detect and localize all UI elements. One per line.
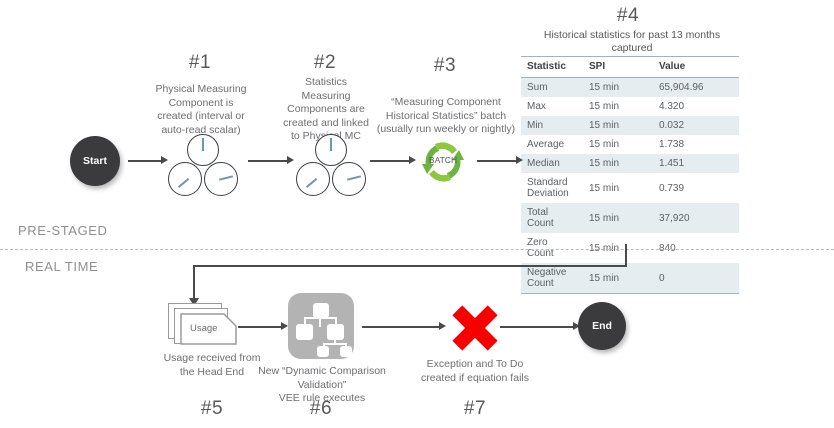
connector-horizontal (193, 265, 627, 267)
column-header-value: Value (653, 56, 739, 78)
step-5-caption: Usage received from the Head End (163, 352, 261, 378)
step-5-number: #5 (200, 398, 224, 419)
arrow-step2-to-step3 (370, 160, 410, 162)
cell-value: 840 (659, 242, 676, 254)
step-6-number: #6 (309, 398, 333, 419)
cell-spi: 15 min (589, 158, 620, 169)
batch-label: BATCH (428, 155, 458, 165)
step-2-number: #2 (313, 52, 337, 73)
cell-value: 37,920 (659, 212, 690, 224)
step-4-number: #4 (616, 5, 640, 26)
step-3-caption: “Measuring Component Historical Statisti… (376, 96, 516, 135)
cell-statistic: Zero Count (527, 237, 554, 259)
arrowhead-usage-to-vee (281, 322, 288, 330)
step-1-number: #1 (188, 52, 212, 73)
connector-table-down (625, 244, 627, 266)
cell-statistic: Total Count (527, 207, 554, 229)
clock-cluster-icon-2 (296, 134, 368, 202)
start-node[interactable]: Start (70, 136, 120, 186)
usage-label: Usage (190, 323, 218, 334)
table-row: Standard Deviation 15 min 0.739 (521, 173, 739, 203)
cell-statistic: Median (527, 158, 560, 169)
cell-statistic: Min (527, 120, 544, 131)
batch-icon (417, 136, 469, 188)
cell-spi: 15 min (589, 101, 620, 112)
cell-spi: 15 min (589, 82, 620, 93)
step-7-number: #7 (463, 398, 487, 419)
step-7-caption: Exception and To Do created if equation … (421, 358, 529, 384)
table-body: Sum 15 min 65,904.96 Max 15 min 4.320 Mi… (521, 77, 739, 294)
vee-node (327, 324, 344, 340)
cell-spi: 15 min (589, 242, 620, 254)
arrow-step1-to-step2 (248, 160, 288, 162)
clock-icon (315, 134, 347, 166)
vee-node (296, 324, 313, 340)
table-row: Negative Count 15 min 0 (521, 263, 739, 294)
clock-icon (296, 162, 330, 196)
cell-value: 0.739 (659, 182, 685, 194)
arrowhead-vee-to-exception (439, 322, 446, 330)
cell-spi: 15 min (589, 139, 620, 150)
arrow-step3-to-table (477, 160, 517, 162)
column-header-spi: SPI (583, 56, 653, 78)
clock-icon (168, 162, 202, 196)
clock-icon (187, 134, 219, 166)
arrowhead-step3-to-table (516, 156, 523, 164)
table-row: Min 15 min 0.032 (521, 116, 739, 135)
cell-value: 1.451 (659, 158, 685, 169)
table-row: Sum 15 min 65,904.96 (521, 77, 739, 97)
clock-icon (332, 162, 366, 196)
end-node[interactable]: End (578, 302, 626, 350)
cell-statistic: Standard Deviation (527, 177, 569, 199)
cell-statistic: Sum (527, 82, 548, 93)
statistics-table: Statistic SPI Value Sum 15 min 65,904.96… (521, 56, 739, 294)
arrowhead-start-to-step1 (161, 156, 168, 164)
cell-value: 4.320 (659, 101, 685, 112)
vee-rule-icon (288, 293, 354, 359)
arrowhead-exception-to-end (573, 322, 580, 330)
step-3-number: #3 (433, 55, 457, 76)
vee-node (313, 303, 329, 318)
table-row: Total Count 15 min 37,920 (521, 203, 739, 233)
connector-down-to-usage (193, 265, 195, 300)
table-row: Max 15 min 4.320 (521, 97, 739, 116)
clock-icon (204, 162, 238, 196)
cell-value: 0.032 (659, 120, 685, 131)
table-header-row: Statistic SPI Value (521, 56, 739, 78)
cell-statistic: Negative Count (521, 263, 583, 294)
arrow-start-to-step1 (128, 160, 162, 162)
arrow-usage-to-vee (238, 326, 282, 328)
exception-x-icon (448, 300, 502, 352)
step-6-caption: New “Dynamic Comparison Validation” VEE … (258, 365, 386, 404)
step-1-caption: Physical Measuring Component is created … (155, 83, 247, 136)
cell-value: 1.738 (659, 139, 685, 150)
cell-spi: 15 min (583, 263, 653, 294)
cell-spi: 15 min (589, 120, 620, 131)
vee-node (317, 346, 329, 357)
table-row: Median 15 min 1.451 (521, 154, 739, 173)
arrowhead-step2-to-step3 (409, 156, 416, 164)
arrowhead-step1-to-step2 (287, 156, 294, 164)
clock-cluster-icon-1 (168, 134, 240, 202)
zone-label-real-time: REAL TIME (25, 259, 99, 274)
zone-divider (0, 249, 834, 250)
table-row: Average 15 min 1.738 (521, 135, 739, 154)
arrow-exception-to-end (500, 326, 574, 328)
usage-document-stack-icon: Usage (168, 303, 248, 351)
table-row: Zero Count 15 min 840 (521, 233, 739, 263)
cell-value: 65,904.96 (659, 82, 704, 93)
column-header-statistic: Statistic (521, 56, 583, 78)
cell-statistic: Max (527, 101, 546, 112)
cell-spi: 15 min (589, 212, 620, 224)
cell-value: 0 (653, 263, 739, 294)
zone-label-pre-staged: PRE-STAGED (18, 223, 108, 238)
vee-node (340, 346, 352, 357)
cell-statistic: Average (527, 139, 565, 150)
arrow-vee-to-exception (362, 326, 440, 328)
arrowhead-connector-to-usage (189, 298, 199, 306)
cell-spi: 15 min (589, 182, 620, 194)
